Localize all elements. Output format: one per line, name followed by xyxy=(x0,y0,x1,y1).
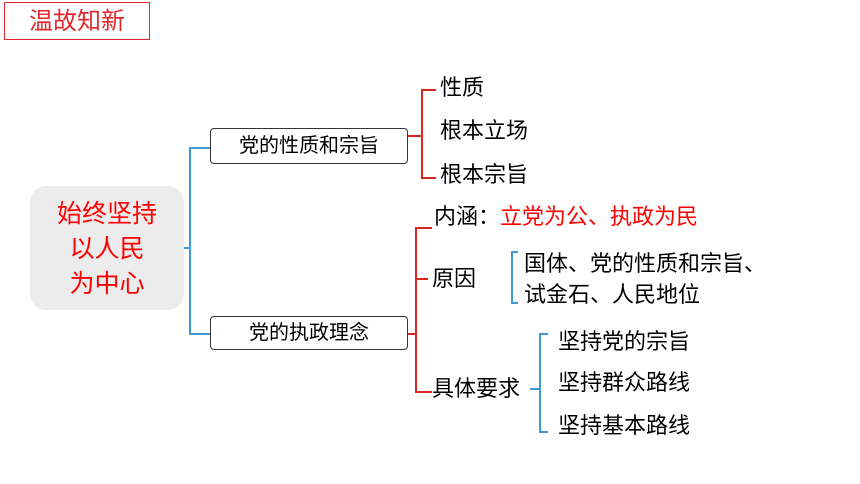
reason-line: 试金石、人民地位 xyxy=(524,283,701,308)
nature-item: 根本立场 xyxy=(440,119,529,144)
requirement-item: 坚持党的宗旨 xyxy=(558,330,691,355)
nature-item: 性质 xyxy=(440,76,485,101)
branch-governance-box: 党的执政理念 xyxy=(210,316,408,350)
requirements-label: 具体要求 xyxy=(432,377,521,402)
connotation-value: 立党为公、执政为民 xyxy=(500,205,699,230)
reason-bracket xyxy=(511,251,518,304)
reason-line: 国体、党的性质和宗旨、 xyxy=(524,252,767,277)
central-theme-line: 以人民 xyxy=(69,233,145,263)
main-bracket xyxy=(184,147,210,335)
connotation-row: 内涵：立党为公、执政为民 xyxy=(434,204,698,232)
requirement-item: 坚持基本路线 xyxy=(558,414,691,439)
requirements-bracket xyxy=(530,333,548,433)
reason-label: 原因 xyxy=(432,267,477,292)
central-theme-line: 始终坚持 xyxy=(56,198,157,228)
requirement-item: 坚持群众路线 xyxy=(558,371,691,396)
governance-bracket xyxy=(408,227,432,393)
section-tag: 温故知新 xyxy=(4,2,150,40)
nature-bracket xyxy=(408,89,436,179)
connotation-label: 内涵： xyxy=(434,205,501,230)
nature-item: 根本宗旨 xyxy=(440,163,529,188)
central-theme-line: 为中心 xyxy=(69,268,145,298)
central-theme: 始终坚持 以人民 为中心 xyxy=(30,186,184,310)
branch-nature-box: 党的性质和宗旨 xyxy=(210,128,408,164)
